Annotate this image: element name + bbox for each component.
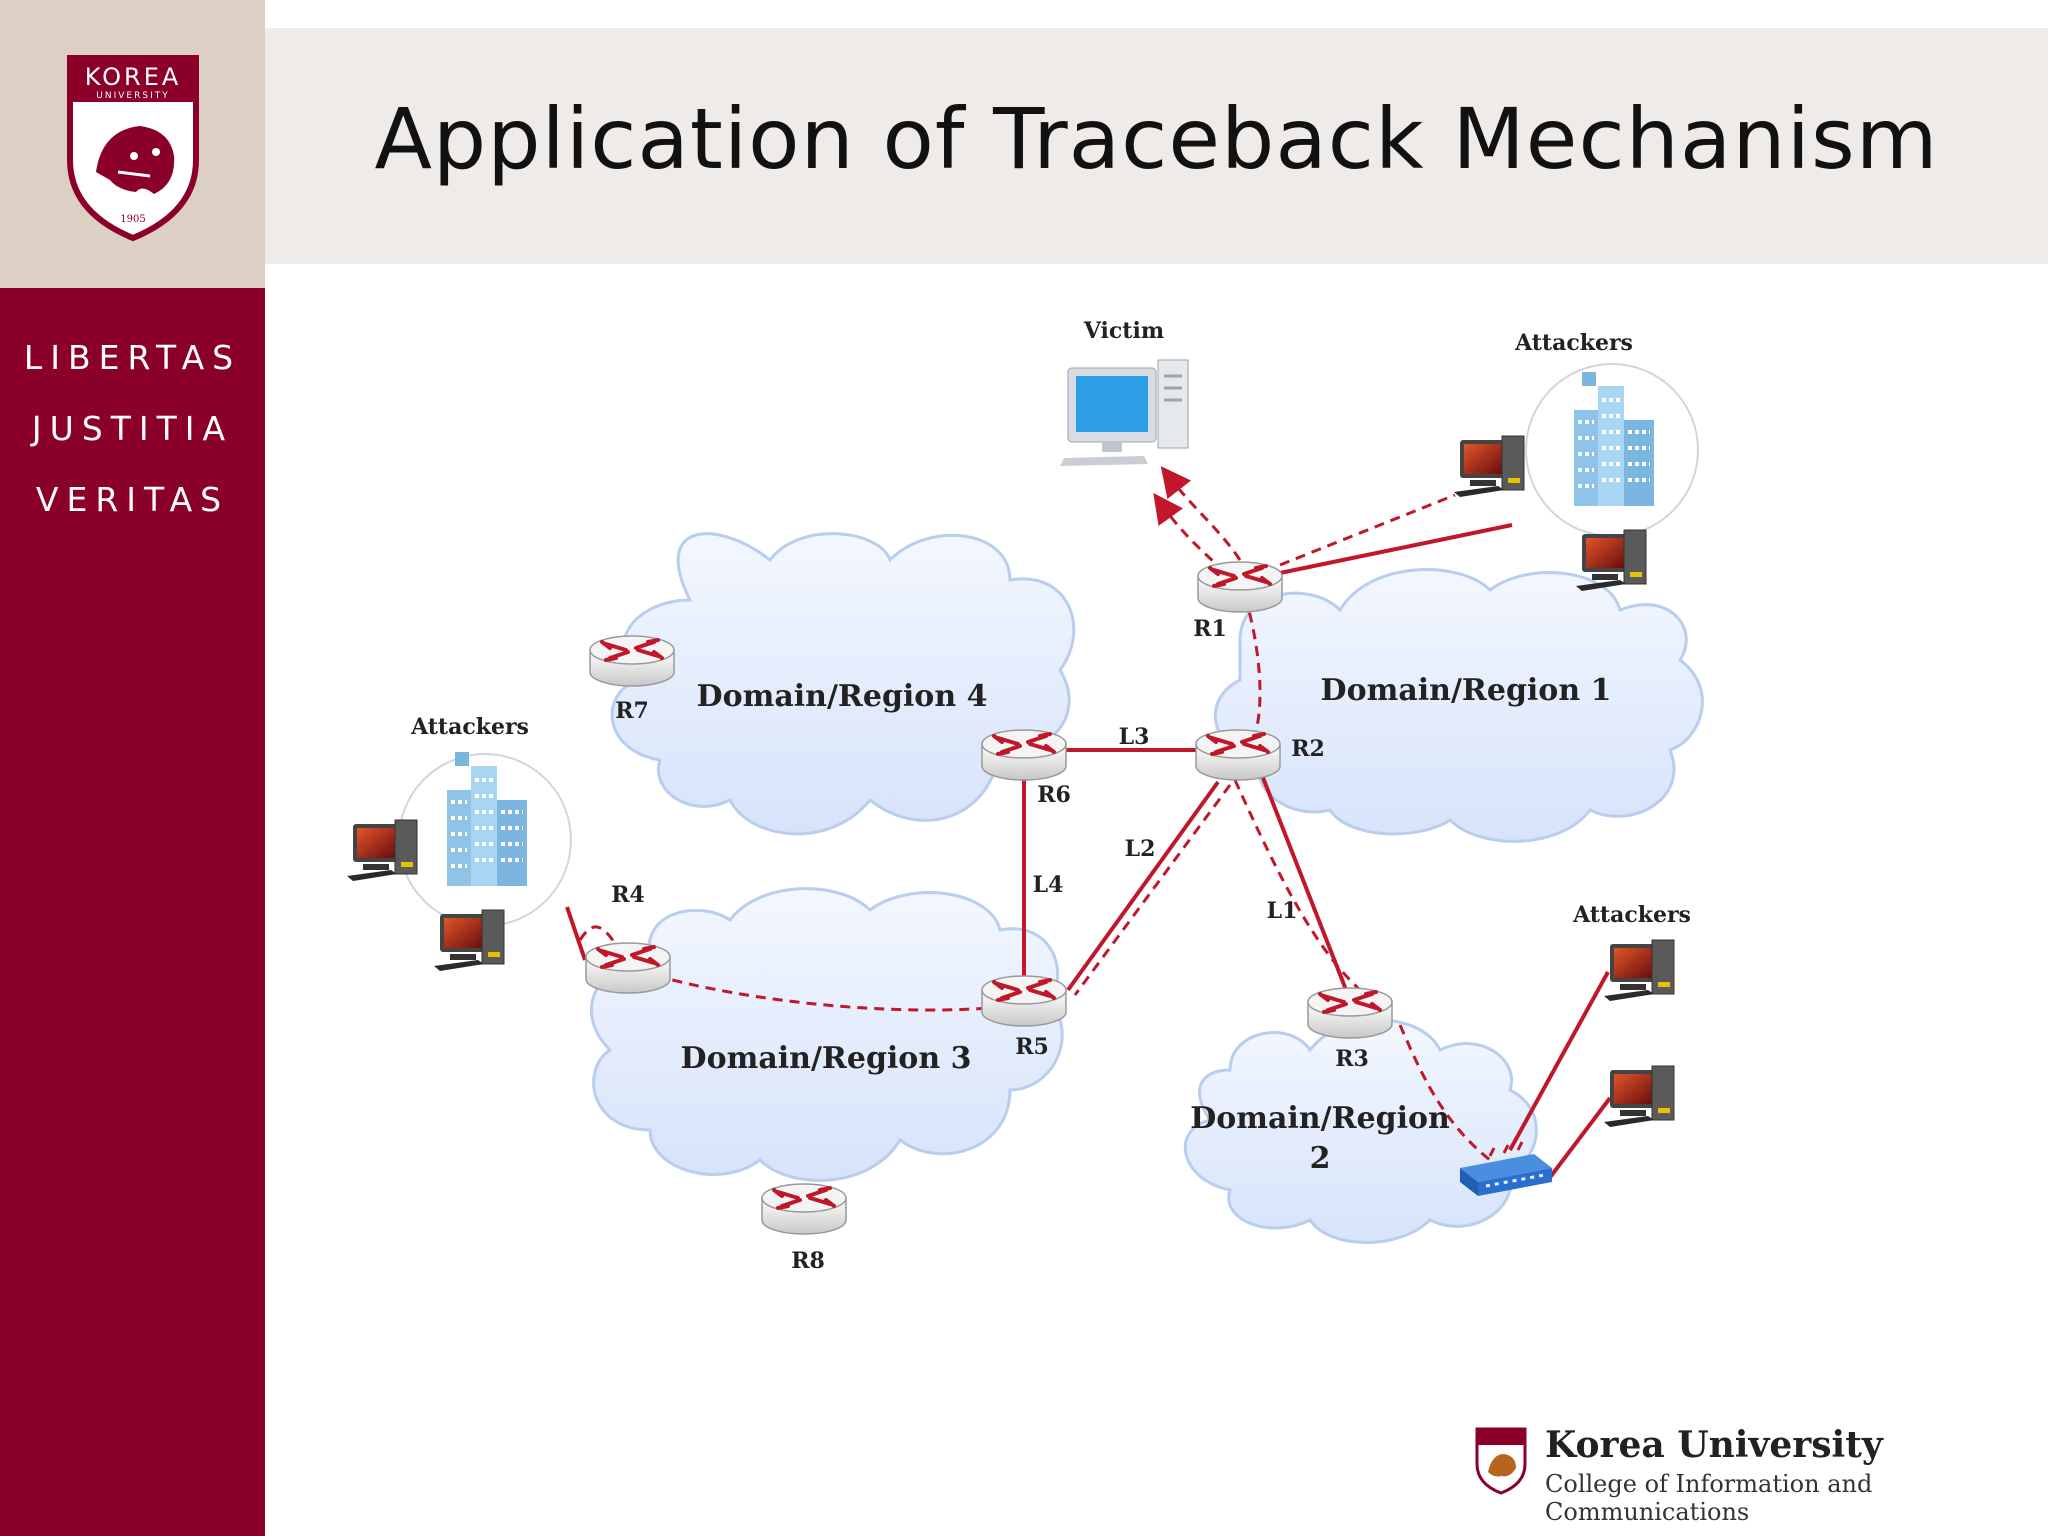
- router-r3-icon: [1306, 986, 1394, 1040]
- attacker-pc-icon-right-2: [1603, 1065, 1675, 1128]
- sidebar-panel: [0, 288, 265, 1536]
- router-r6-label: R6: [1037, 782, 1071, 808]
- attack-path-r4-r5: [621, 963, 1021, 1012]
- link-l2: [1066, 780, 1220, 992]
- link-switch-attacker-2: [1546, 1096, 1612, 1182]
- domain-2-label-line2: 2: [1310, 1141, 1331, 1176]
- attacker-pc-icon-right-1: [1603, 939, 1675, 1002]
- attack-path-top: [1279, 493, 1456, 567]
- cloud-domain-3: [590, 887, 1064, 1182]
- logo-title-text: KOREA: [85, 63, 182, 91]
- router-r5-label: R5: [1015, 1034, 1049, 1060]
- attacker-pc-icon-left-2: [433, 909, 505, 972]
- network-links: [565, 523, 1612, 1182]
- attack-path-r1-victim-2: [1153, 492, 1227, 574]
- link-l3-label: L3: [1119, 724, 1150, 750]
- footer-college-name: College of Information and Communication…: [1545, 1470, 1873, 1526]
- building-icon-left: [445, 750, 529, 888]
- network-switch-icon: [1460, 1141, 1552, 1196]
- attack-path-attacker-r4: [578, 925, 624, 956]
- attackers-left-label: Attackers: [410, 714, 529, 740]
- motto-veritas: VERITAS: [35, 480, 230, 519]
- router-r1-label: R1: [1193, 616, 1227, 642]
- router-r4-icon: [584, 941, 672, 995]
- router-r1-icon: [1196, 560, 1284, 614]
- domain-2-label-line1: Domain/Region: [1190, 1101, 1450, 1136]
- router-r7-label: R7: [615, 698, 649, 724]
- cloud-domain-1: [1213, 568, 1704, 843]
- attack-path-switch-r3: [1398, 1024, 1491, 1162]
- attackers-top-label: Attackers: [1514, 330, 1633, 356]
- attacker-pc-icon-left-1: [346, 819, 418, 882]
- attack-path-r5-r2: [1073, 784, 1232, 996]
- domain-3-label: Domain/Region 3: [681, 1041, 972, 1076]
- link-r4-attacker: [565, 906, 587, 961]
- motto-justitia: JUSTITIA: [31, 409, 234, 448]
- router-r5-icon: [980, 974, 1068, 1028]
- router-r8-label: R8: [791, 1248, 825, 1274]
- logo-year: 1905: [120, 214, 145, 225]
- traceback-network-diagram: Victim Attackers Attackers Attackers Dom…: [346, 318, 1704, 1274]
- university-crest-logo: KOREA UNIVERSITY 1905: [67, 55, 199, 242]
- link-l1-label: L1: [1267, 898, 1298, 924]
- link-l4-label: L4: [1033, 872, 1064, 898]
- attackers-right-label: Attackers: [1572, 902, 1691, 928]
- footer-university-name: Korea University: [1545, 1424, 1883, 1466]
- slide-title: Application of Traceback Mechanism: [374, 90, 1939, 188]
- router-r3-label: R3: [1335, 1046, 1369, 1072]
- router-r7-icon: [588, 634, 676, 688]
- footer-crest-logo: [1475, 1427, 1527, 1495]
- title-band: [265, 28, 2048, 264]
- domain-1-label: Domain/Region 1: [1321, 673, 1612, 708]
- attack-path-r3-r2: [1233, 779, 1373, 1002]
- router-r4-label: R4: [611, 882, 645, 908]
- attacker-pc-icon-top-1: [1453, 435, 1525, 498]
- router-r2-label: R2: [1291, 736, 1325, 762]
- router-r6-icon: [980, 728, 1068, 782]
- router-r8-icon: [760, 1182, 848, 1236]
- victim-computer-icon: [1060, 359, 1189, 466]
- attack-path-r1-victim-1: [1160, 466, 1242, 561]
- victim-label: Victim: [1083, 318, 1164, 344]
- domain-4-label: Domain/Region 4: [697, 679, 988, 714]
- motto-libertas: LIBERTAS: [23, 338, 242, 377]
- link-r1-attacker: [1279, 523, 1513, 575]
- link-switch-attacker-1: [1508, 971, 1610, 1151]
- logo-subtitle-text: UNIVERSITY: [96, 91, 169, 101]
- building-icon-top: [1572, 370, 1656, 508]
- router-r2-icon: [1194, 728, 1282, 782]
- link-l2-label: L2: [1125, 836, 1156, 862]
